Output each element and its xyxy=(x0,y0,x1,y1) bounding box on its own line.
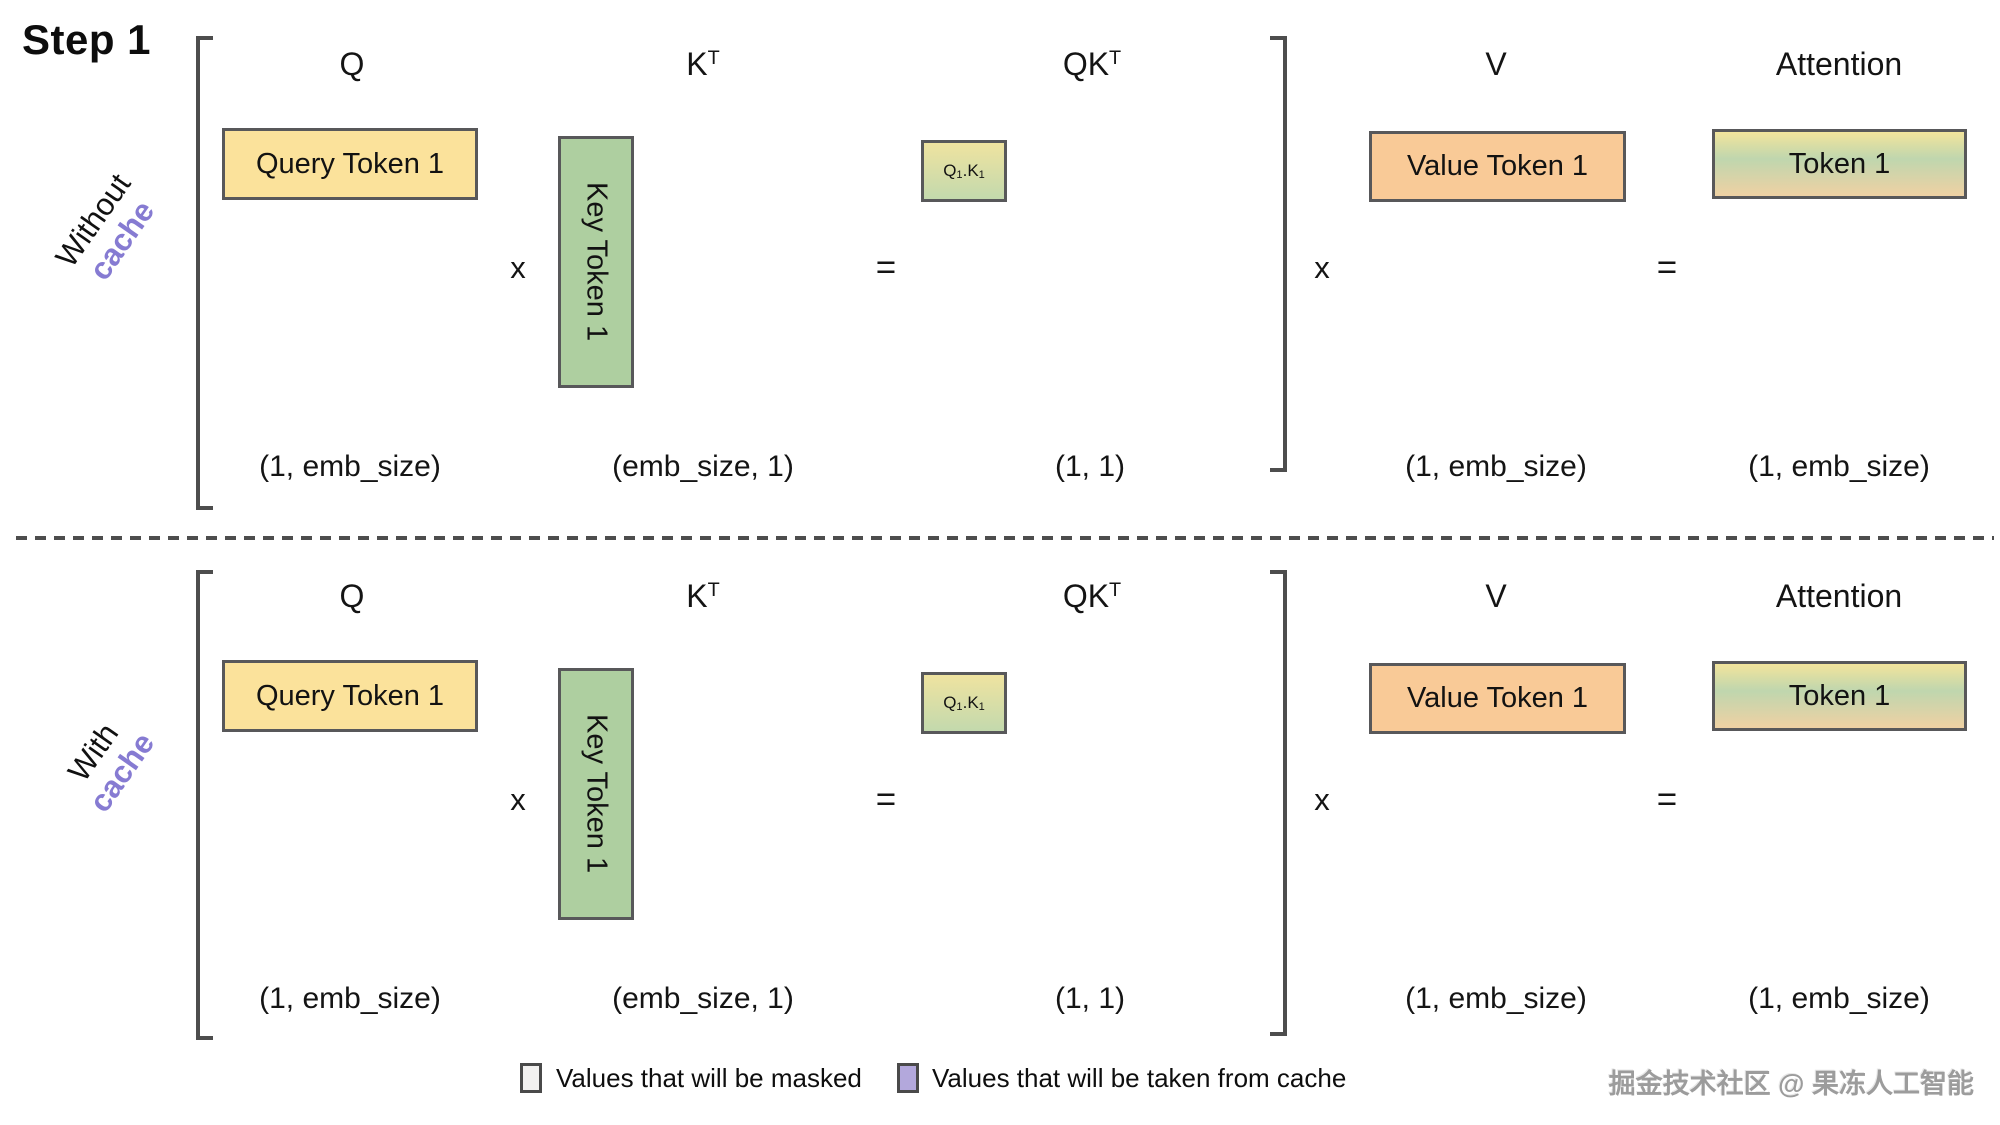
query-token-box: Query Token 1 xyxy=(222,128,478,200)
legend-cache-swatch xyxy=(897,1063,919,1093)
attention-header: Attention xyxy=(1775,578,1903,614)
query-token-box: Query Token 1 xyxy=(222,660,478,732)
q-header: Q xyxy=(339,46,365,82)
step-title: Step 1 xyxy=(22,16,152,63)
dim-label-q: (1, emb_size) xyxy=(259,450,441,483)
matrix-bracket-left xyxy=(196,570,213,1040)
v-header: V xyxy=(1485,578,1507,614)
k-transpose-superscript: T xyxy=(707,47,720,70)
row-label-without-cache: Without cache xyxy=(28,137,188,324)
attention-header: Attention xyxy=(1775,46,1903,82)
multiply-operator-1: x xyxy=(510,782,526,817)
equals-operator-1: = xyxy=(875,780,897,819)
dim-label-k: (emb_size, 1) xyxy=(612,450,794,483)
legend-masked-label: Values that will be masked xyxy=(556,1063,862,1093)
multiply-operator-2: x xyxy=(1314,250,1330,285)
matrix-bracket-right xyxy=(1270,570,1287,1036)
legend-cache-label: Values that will be taken from cache xyxy=(932,1063,1347,1093)
dashed-separator xyxy=(16,536,1994,540)
qk-transpose-superscript: T xyxy=(1109,47,1122,70)
k-transpose-superscript: T xyxy=(707,579,720,602)
equals-operator-1: = xyxy=(875,248,897,287)
key-token-box: Key Token 1 xyxy=(558,136,634,388)
attention-token-box: Token 1 xyxy=(1712,129,1967,199)
qk-transpose-header: QKT xyxy=(1062,46,1122,82)
watermark-text: 掘金技术社区 @ 果冻人工智能 xyxy=(1608,1069,1974,1099)
matrix-bracket-left xyxy=(196,36,213,510)
v-header: V xyxy=(1485,46,1507,82)
key-token-box: Key Token 1 xyxy=(558,668,634,920)
qk-transpose-superscript: T xyxy=(1109,579,1122,602)
row-label-with-cache: With cache xyxy=(28,669,188,856)
k-transpose-header: KT xyxy=(686,46,720,82)
equals-operator-2: = xyxy=(1656,248,1678,287)
value-token-box: Value Token 1 xyxy=(1369,131,1626,202)
k-transpose-header: KT xyxy=(686,578,720,614)
dim-label-qk: (1, 1) xyxy=(1054,450,1126,483)
section-without-cache: Without cache Q KT QKT V Attention Query… xyxy=(0,0,2000,512)
dim-label-attention: (1, emb_size) xyxy=(1748,982,1930,1015)
dim-label-q: (1, emb_size) xyxy=(259,982,441,1015)
dim-label-qk: (1, 1) xyxy=(1054,982,1126,1015)
qk-transpose-header: QKT xyxy=(1062,578,1122,614)
attention-token-box: Token 1 xyxy=(1712,661,1967,731)
q-header: Q xyxy=(339,578,365,614)
dim-label-v: (1, emb_size) xyxy=(1405,982,1587,1015)
dim-label-k: (emb_size, 1) xyxy=(612,982,794,1015)
dim-label-v: (1, emb_size) xyxy=(1405,450,1587,483)
multiply-operator-2: x xyxy=(1314,782,1330,817)
legend-masked-swatch xyxy=(520,1063,542,1093)
multiply-operator-1: x xyxy=(510,250,526,285)
value-token-box: Value Token 1 xyxy=(1369,663,1626,734)
dim-label-attention: (1, emb_size) xyxy=(1748,450,1930,483)
equals-operator-2: = xyxy=(1656,780,1678,819)
section-with-cache: With cache Q KT QKT V Attention Query To… xyxy=(0,532,2000,1044)
matrix-bracket-right xyxy=(1270,36,1287,472)
